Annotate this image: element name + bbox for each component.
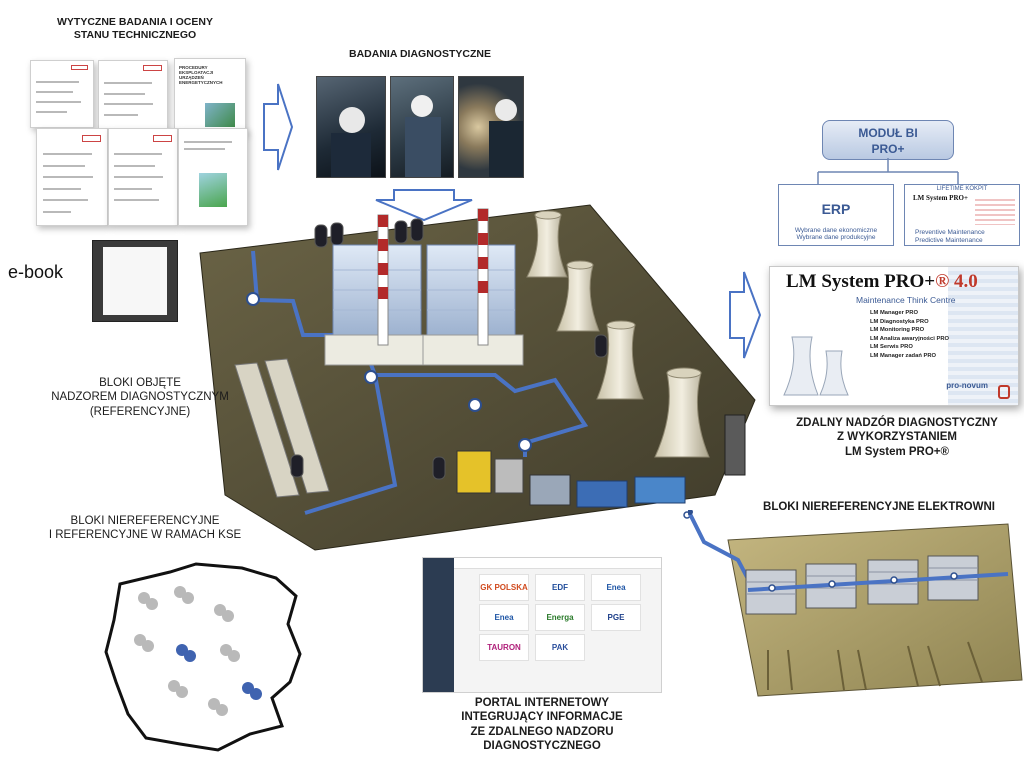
portal-tile-gk-polska[interactable]: GK POLSKA xyxy=(479,574,529,601)
photo-1 xyxy=(316,76,386,178)
plant-icons-blue xyxy=(176,644,262,700)
lm-title: LM System PRO+ xyxy=(786,271,936,292)
caption-bloki-kse: BLOKI NIEREFERENCYJNE I REFERENCYJNE W R… xyxy=(48,515,242,542)
cooling-tower-sketch-icon xyxy=(783,336,849,396)
caption-bloki-objete: BLOKI OBJĘTE NADZOREM DIAGNOSTYCZNYM (RE… xyxy=(51,377,229,418)
photo-2 xyxy=(390,76,454,178)
document-1 xyxy=(30,60,94,128)
photo-3 xyxy=(458,76,524,178)
bi-connector-lines xyxy=(817,158,959,186)
ebook-label: e-book xyxy=(8,262,64,282)
bi-module-box: MODUŁ BI PRO+ xyxy=(822,120,954,160)
pronovum-logo: pro-novum xyxy=(946,381,988,390)
brand-emblem-icon xyxy=(998,385,1010,399)
ebook-device xyxy=(92,240,178,322)
power-plant-board-illustration xyxy=(199,204,756,551)
portal-screenshot: GK POLSKA EDF Enea Enea Energa PGE TAURO… xyxy=(422,557,662,693)
portal-topbar xyxy=(454,558,661,569)
erp-box: ERP Wybrane dane ekonomiczne Wybrane dan… xyxy=(778,184,894,246)
lm-system-panel: LM System PRO+® 4.0 Maintenance Think Ce… xyxy=(769,266,1019,406)
document-4 xyxy=(36,128,108,226)
document-2 xyxy=(98,60,168,132)
poland-map xyxy=(104,562,302,752)
non-reference-board-illustration xyxy=(688,510,1023,697)
portal-tile-energa[interactable]: Energa xyxy=(535,604,585,631)
document-3: PROCEDURY EKSPLOATACJI URZĄDZEŃ ENERGETY… xyxy=(174,58,246,134)
document-5 xyxy=(108,128,178,226)
lm-version: ® 4.0 xyxy=(935,271,978,292)
arrow-right-icon-2 xyxy=(729,271,762,359)
caption-portal: PORTAL INTERNETOWY INTEGRUJĄCY INFORMACJ… xyxy=(461,697,623,753)
portal-tile-pak[interactable]: PAK xyxy=(535,634,585,661)
caption-bloki-nieref-elektrowni: BLOKI NIEREFERENCYJNE ELEKTROWNI xyxy=(763,501,995,513)
arrow-down-icon xyxy=(375,189,473,222)
lm-module-list: LM Manager PRO LM Diagnostyka PRO LM Mon… xyxy=(870,310,950,359)
portal-sidebar xyxy=(423,558,454,692)
caption-wytyczne: WYTYCZNE BADANIA I OCENY STANU TECHNICZN… xyxy=(57,16,213,42)
portal-tile-enea-2[interactable]: Enea xyxy=(479,604,529,631)
caption-zdalny-nadzor: ZDALNY NADZÓR DIAGNOSTYCZNY Z WYKORZYSTA… xyxy=(796,417,998,458)
portal-tile-enea-1[interactable]: Enea xyxy=(591,574,641,601)
portal-tile-pge[interactable]: PGE xyxy=(591,604,641,631)
arrow-right-icon xyxy=(263,83,294,171)
portal-tile-edf[interactable]: EDF xyxy=(535,574,585,601)
plant-icons-grey xyxy=(134,586,240,716)
lifetime-kokpit-box: LIFETIME KOKPIT LM System PRO+ Preventiv… xyxy=(904,184,1020,246)
lm-subtitle: Maintenance Think Centre xyxy=(856,295,956,305)
caption-badania: BADANIA DIAGNOSTYCZNE xyxy=(349,48,491,60)
document-6 xyxy=(178,128,248,226)
portal-tile-tauron[interactable]: TAURON xyxy=(479,634,529,661)
